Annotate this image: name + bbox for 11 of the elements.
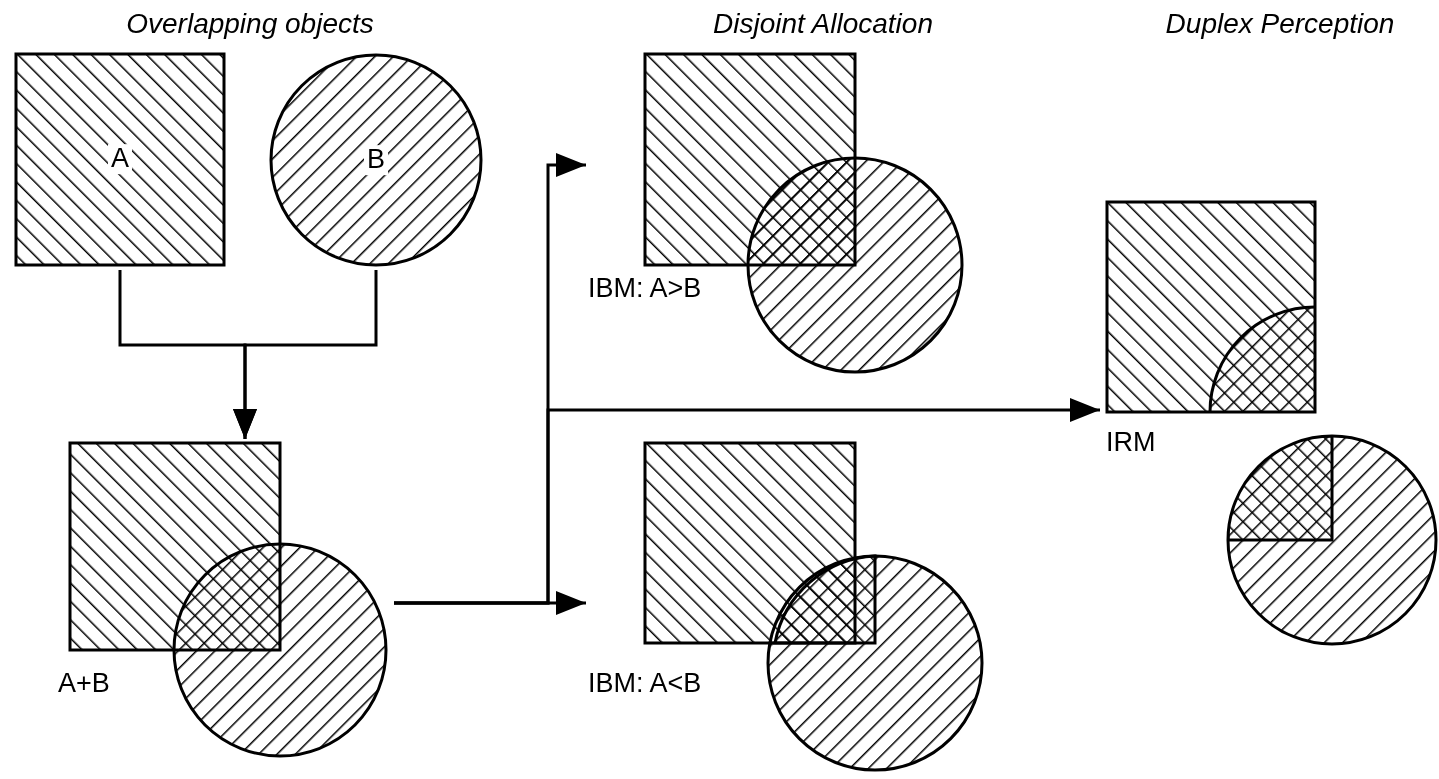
column-heading: Duplex Perception [1165,8,1395,40]
arrow [233,270,378,439]
mask-label: IBM: A>B [588,274,702,304]
mask-label: IBM: A<B [588,669,702,699]
column-heading: Disjoint Allocation [713,8,933,40]
column-heading: Overlapping objects [126,8,374,40]
arrow [394,398,1100,605]
shape-label: B [364,145,388,175]
mask-label: IRM [1106,428,1156,458]
mask-label: A+B [58,669,110,699]
shape-label: A [108,144,132,174]
